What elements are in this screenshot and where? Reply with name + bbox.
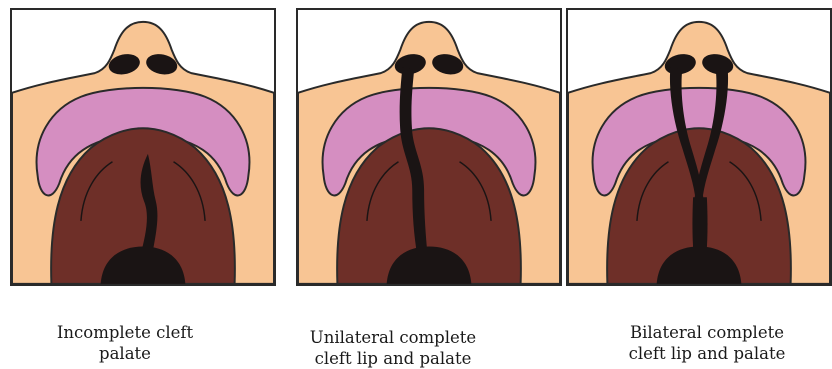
caption-incomplete-cleft-palate: Incomplete cleft palate [0, 322, 250, 364]
caption-unilateral-complete: Unilateral complete cleft lip and palate [268, 327, 518, 369]
caption-line: cleft lip and palate [582, 343, 832, 364]
caption-line: Bilateral complete [582, 322, 832, 343]
diagram-panel-unilateral-complete [296, 8, 562, 286]
unilateral-cleft-illustration [298, 10, 560, 284]
diagram-panel-bilateral-complete [566, 8, 832, 286]
incomplete-cleft-palate-illustration [12, 10, 274, 284]
caption-line: Unilateral complete [268, 327, 518, 348]
cleft-bilateral-trunk [692, 197, 707, 260]
bilateral-cleft-illustration [568, 10, 830, 284]
caption-bilateral-complete: Bilateral complete cleft lip and palate [582, 322, 832, 364]
caption-line: Incomplete cleft [0, 322, 250, 343]
caption-line: palate [0, 343, 250, 364]
diagram-panel-incomplete-cleft-palate [10, 8, 276, 286]
